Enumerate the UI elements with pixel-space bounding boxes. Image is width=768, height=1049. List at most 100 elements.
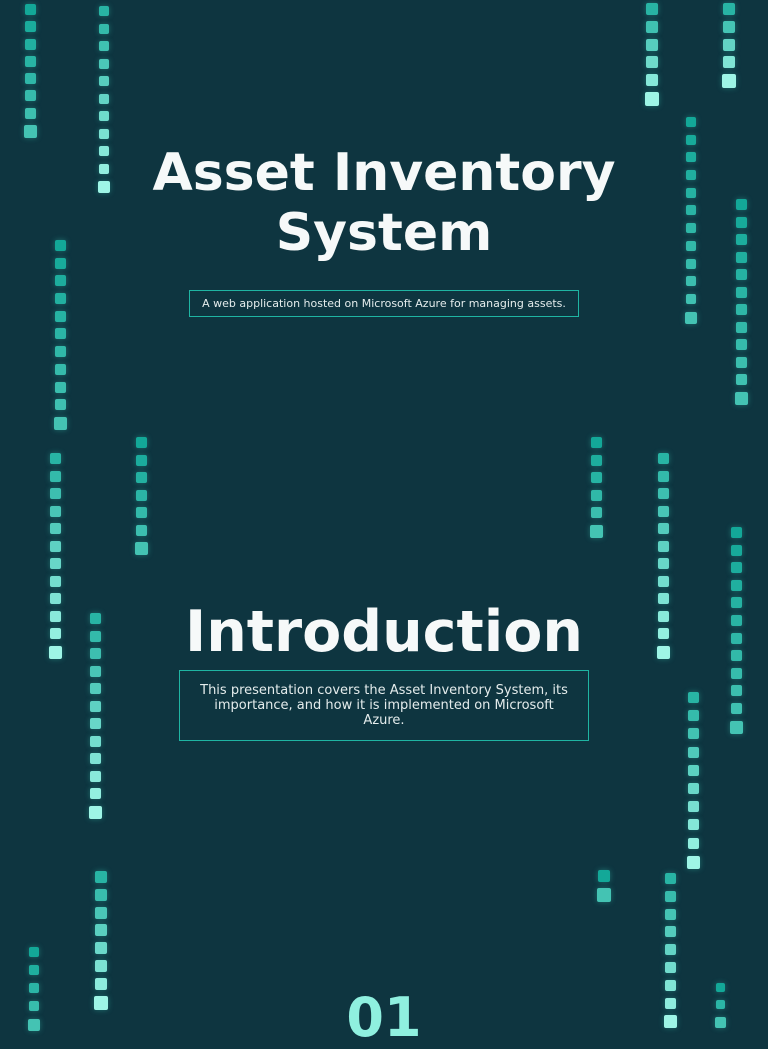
rain-square <box>99 128 109 139</box>
rain-square <box>95 959 107 972</box>
rain-square <box>49 558 61 569</box>
rain-square <box>590 437 602 448</box>
rain-square <box>99 23 109 34</box>
rain-square <box>735 339 747 350</box>
introduction-body: This presentation covers the Asset Inven… <box>200 683 568 728</box>
rain-square <box>54 381 66 393</box>
rain-square <box>645 91 659 106</box>
title-slide: Asset Inventory System A web application… <box>0 143 768 317</box>
rain-square <box>657 558 669 569</box>
rain-square <box>29 965 39 975</box>
rain-column <box>722 3 736 89</box>
rain-square <box>99 6 109 16</box>
rain-column <box>23 4 37 139</box>
rain-square <box>687 782 699 794</box>
rain-square <box>54 363 66 375</box>
rain-square <box>590 489 602 501</box>
rain-square <box>95 888 107 901</box>
rain-square <box>89 753 101 764</box>
rain-square <box>646 38 658 51</box>
rain-square <box>135 489 147 501</box>
rain-square <box>687 837 699 849</box>
rain-square <box>89 788 101 799</box>
rain-square <box>49 575 61 587</box>
rain-square <box>590 454 602 466</box>
rain-square <box>53 416 67 430</box>
rain-square <box>687 764 699 776</box>
rain-square <box>135 472 147 483</box>
rain-square <box>49 453 61 464</box>
title-line-2: System <box>275 203 493 263</box>
rain-square <box>54 399 66 411</box>
rain-square <box>664 908 676 920</box>
subtitle-box: A web application hosted on Microsoft Az… <box>189 290 579 317</box>
rain-square <box>590 507 602 518</box>
rain-square <box>723 3 735 15</box>
rain-column <box>589 437 603 538</box>
rain-square <box>89 770 101 782</box>
rain-square <box>24 107 36 119</box>
rain-square <box>730 527 742 538</box>
rain-square <box>135 524 147 536</box>
rain-square <box>646 20 658 33</box>
rain-square <box>99 58 109 69</box>
rain-square <box>657 575 669 587</box>
rain-square <box>24 21 36 33</box>
rain-square <box>49 540 61 552</box>
rain-square <box>49 470 61 482</box>
rain-square <box>95 924 107 937</box>
rain-square <box>99 111 109 121</box>
rain-square <box>730 579 742 591</box>
title-line-1: Asset Inventory <box>152 143 616 203</box>
rain-square <box>29 947 39 957</box>
rain-square <box>88 805 102 819</box>
rain-square <box>687 819 699 831</box>
rain-square <box>24 38 36 50</box>
rain-square <box>664 890 676 902</box>
rain-square <box>646 56 658 69</box>
rain-column <box>134 437 148 555</box>
rain-square <box>664 926 676 938</box>
rain-square <box>95 871 107 883</box>
rain-square <box>49 505 61 517</box>
rain-square <box>598 870 610 882</box>
introduction-slide: Introduction This presentation covers th… <box>0 602 768 741</box>
rain-square <box>657 453 669 464</box>
rain-square <box>95 906 107 919</box>
rain-square <box>135 437 147 448</box>
rain-square <box>589 524 603 538</box>
section-number: 01 <box>346 986 422 1049</box>
rain-square <box>664 873 676 884</box>
rain-square <box>99 41 109 51</box>
rain-square <box>23 125 37 139</box>
rain-column <box>597 870 611 902</box>
rain-square <box>730 544 742 556</box>
rain-square <box>99 93 109 104</box>
subtitle-text: A web application hosted on Microsoft Az… <box>202 297 566 310</box>
rain-square <box>24 73 36 85</box>
rain-square <box>134 542 148 555</box>
rain-square <box>99 76 109 86</box>
rain-square <box>657 540 669 552</box>
rain-square <box>95 942 107 955</box>
rain-square <box>135 454 147 466</box>
rain-square <box>723 20 735 33</box>
rain-square <box>646 3 658 15</box>
rain-square <box>657 470 669 482</box>
rain-square <box>735 374 747 385</box>
rain-square <box>723 56 735 69</box>
rain-square <box>657 488 669 499</box>
rain-square <box>664 944 676 956</box>
rain-square <box>687 801 699 813</box>
rain-square <box>49 523 61 534</box>
rain-square <box>686 855 700 869</box>
rain-square <box>597 888 611 902</box>
rain-square <box>664 961 676 973</box>
rain-square <box>24 55 36 67</box>
rain-square <box>657 505 669 517</box>
rain-square <box>24 90 36 102</box>
rain-square <box>590 472 602 483</box>
rain-square <box>722 74 736 89</box>
rain-square <box>687 746 699 758</box>
rain-square <box>686 117 696 127</box>
